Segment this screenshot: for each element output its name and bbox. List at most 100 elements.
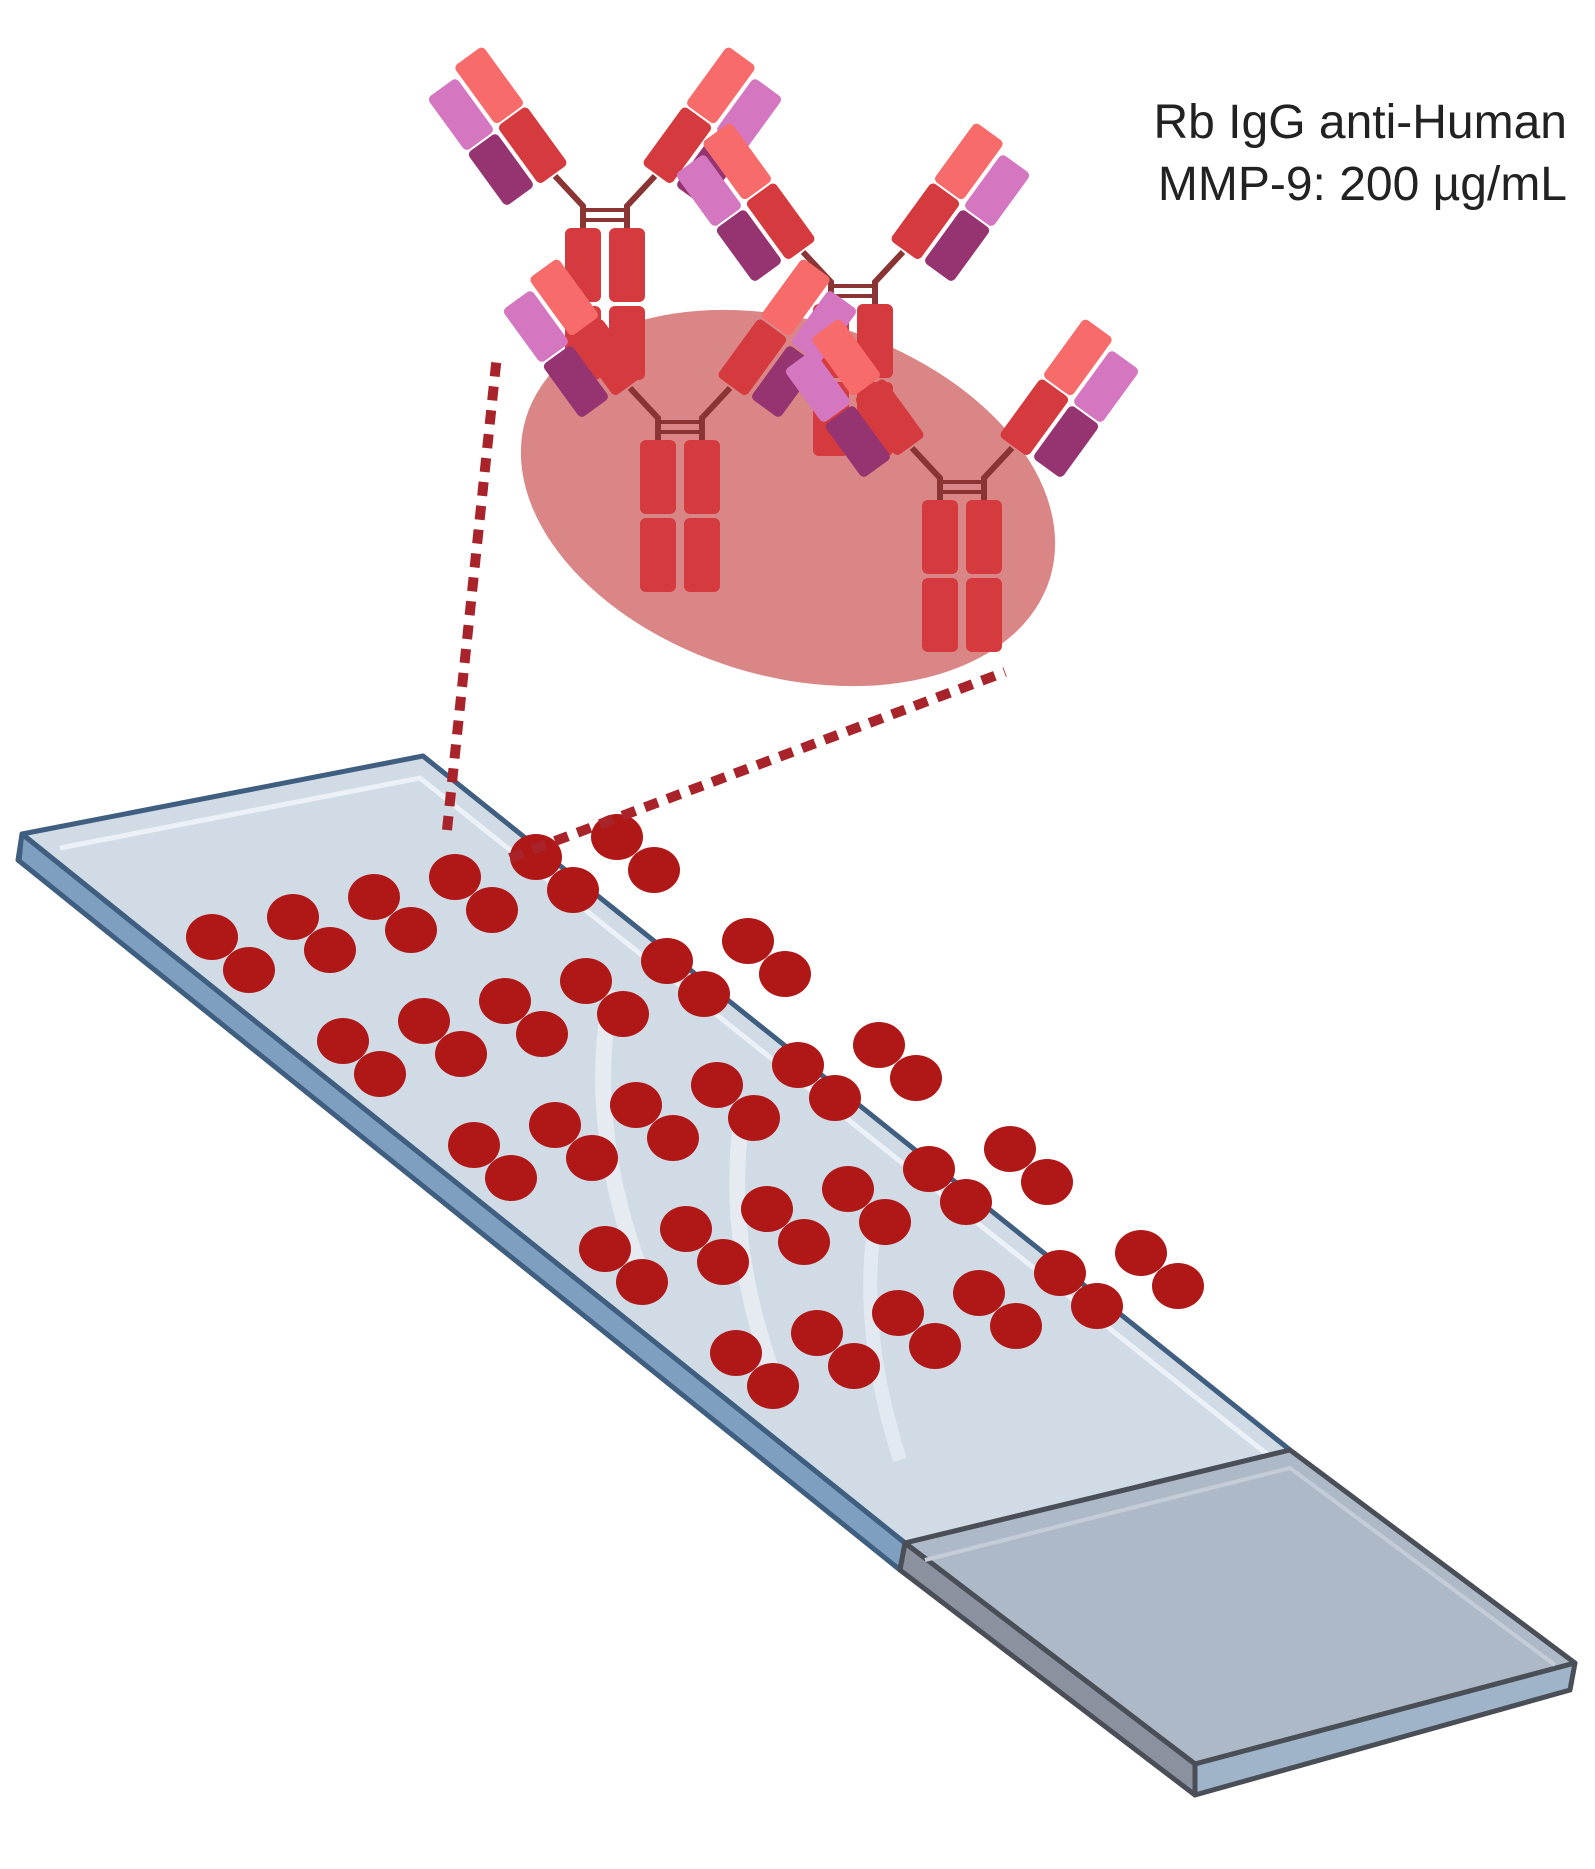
antigen-spot (903, 1146, 955, 1192)
zoom-ellipse-icon (520, 309, 1056, 687)
slide-frosted-end-side (1192, 1660, 1578, 1798)
glass-slide-icon (15, 753, 1578, 1798)
antigen-spot-array (186, 814, 1204, 1409)
antigen-spot (354, 1051, 406, 1097)
antigen-spot (348, 874, 400, 920)
antigen-spot (317, 1018, 369, 1064)
antigen-spot (448, 1122, 500, 1168)
antigen-spot (529, 1102, 581, 1148)
antigen-spot-icon (267, 894, 356, 973)
antigen-spot (1152, 1263, 1204, 1309)
antigen-spot (822, 1166, 874, 1212)
antigen-spot (940, 1179, 992, 1225)
antigen-spot (398, 998, 450, 1044)
antigen-spot (909, 1323, 961, 1369)
antigen-spot-icon (691, 1062, 780, 1141)
antigen-spot (747, 1363, 799, 1409)
antigen-spot (628, 847, 680, 893)
antigen-spot (267, 894, 319, 940)
antigen-spot (828, 1343, 880, 1389)
antigen-spot (710, 1330, 762, 1376)
antigen-spot-icon (579, 1226, 668, 1305)
zoom-leader-lines (442, 354, 1007, 863)
antigen-spot (597, 991, 649, 1037)
antigen-spot-icon (791, 1310, 880, 1389)
antigen-spot (728, 1095, 780, 1141)
antigen-spot-icon (429, 854, 518, 933)
antigen-spot-icon (710, 1330, 799, 1409)
antigen-spot (953, 1270, 1005, 1316)
antigen-spot-icon (984, 1126, 1073, 1205)
antigen-spot (1034, 1250, 1086, 1296)
antigen-spot (1021, 1159, 1073, 1205)
antigen-spot-icon (722, 918, 811, 997)
antigen-spot-icon (448, 1122, 537, 1201)
antigen-spot-icon (348, 874, 437, 953)
antigen-spot (1115, 1230, 1167, 1276)
antigen-spot (485, 1155, 537, 1201)
antigen-spot (579, 1226, 631, 1272)
antigen-spot-icon (741, 1186, 830, 1265)
antigen-spot-icon (660, 1206, 749, 1285)
antigen-spot (859, 1199, 911, 1245)
antigen-spot (610, 1082, 662, 1128)
antigen-spot-icon (510, 834, 599, 913)
antigen-spot-icon (853, 1022, 942, 1101)
antigen-spot (560, 958, 612, 1004)
antigen-spot-icon (529, 1102, 618, 1181)
antigen-spot (872, 1290, 924, 1336)
antigen-spot (435, 1031, 487, 1077)
antigen-spot (547, 867, 599, 913)
antigen-spot (759, 951, 811, 997)
antigen-spot (616, 1259, 668, 1305)
antigen-spot-icon (186, 914, 275, 993)
antigen-spot-icon (610, 1082, 699, 1161)
antigen-spot (647, 1115, 699, 1161)
antibody-label-line-2: MMP-9: 200 µg/mL (1157, 158, 1567, 211)
antigen-spot (741, 1186, 793, 1232)
slide-frosted-bevel (924, 1465, 1557, 1667)
antigen-spot-icon (953, 1270, 1042, 1349)
antigen-spot (1071, 1283, 1123, 1329)
antigen-spot (809, 1075, 861, 1121)
antigen-spot (466, 887, 518, 933)
antigen-spot (722, 918, 774, 964)
antigen-spot (984, 1126, 1036, 1172)
antigen-spot (510, 834, 562, 880)
antigen-spot (778, 1219, 830, 1265)
antigen-spot (304, 927, 356, 973)
antigen-spot-icon (1034, 1250, 1123, 1329)
zoom-leader-line-left (442, 354, 502, 831)
antigen-spot-icon (1115, 1230, 1204, 1309)
antigen-spot (697, 1239, 749, 1285)
antigen-spot (890, 1055, 942, 1101)
antigen-spot (516, 1011, 568, 1057)
antigen-spot-icon (398, 998, 487, 1077)
antibody-label: Rb IgG anti-Human MMP-9: 200 µg/mL (1007, 92, 1567, 216)
antigen-spot (479, 978, 531, 1024)
antigen-spot-icon (560, 958, 649, 1037)
antigen-spot-icon (872, 1290, 961, 1369)
antibody-label-line-1: Rb IgG anti-Human (1153, 96, 1567, 149)
zoom-leader-line-right (508, 667, 1007, 863)
antigen-spot (990, 1303, 1042, 1349)
antigen-spot (429, 854, 481, 900)
antigen-spot (853, 1022, 905, 1068)
antigen-spot-icon (822, 1166, 911, 1245)
antigen-spot (641, 938, 693, 984)
antigen-spot (223, 947, 275, 993)
slide-inner-bevel (59, 775, 1270, 1457)
antigen-spot-icon (317, 1018, 406, 1097)
antigen-spot (772, 1042, 824, 1088)
antigen-spot (660, 1206, 712, 1252)
antigen-spot (385, 907, 437, 953)
antigen-spot-icon (479, 978, 568, 1057)
antigen-spot (186, 914, 238, 960)
slide-glass-left-side (16, 833, 24, 866)
antigen-spot (566, 1135, 618, 1181)
antigen-spot (691, 1062, 743, 1108)
antigen-spot-icon (772, 1042, 861, 1121)
antigen-spot-icon (903, 1146, 992, 1225)
antigen-spot-icon (641, 938, 730, 1017)
